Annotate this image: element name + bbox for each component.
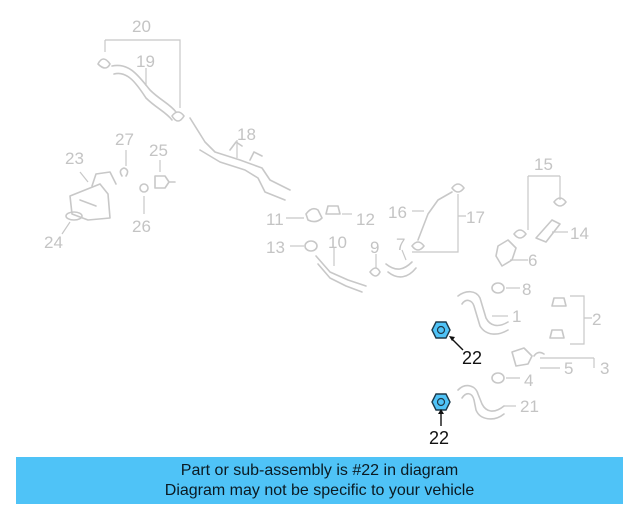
hose-21 [457,384,505,420]
callout-15: 15 [534,155,553,174]
callout-4: 4 [524,371,533,390]
hose-11 [305,207,323,223]
pipe-16 [417,191,453,241]
fitting-5 [511,347,545,367]
callout-6: 6 [528,251,537,270]
callout-2: 2 [592,310,601,329]
clamp-9 [369,267,381,277]
callout-10: 10 [328,233,347,252]
callout-20: 20 [132,17,151,36]
washer-4 [491,372,505,384]
highlighted-part-22-upper [431,321,451,339]
banner-line-2: Diagram may not be specific to your vehi… [164,482,475,499]
coolant-pipe-18 [189,117,291,201]
cap-12 [325,205,341,215]
callout-9: 9 [370,238,379,257]
callout-14: 14 [570,224,589,243]
callout-8: 8 [522,280,531,299]
callout-19: 19 [136,52,155,71]
callout-13: 13 [266,238,285,257]
callout-23: 23 [65,149,84,168]
callout-11: 11 [266,210,284,229]
callout-16: 16 [388,203,407,222]
upper-hose-19 [111,64,177,121]
hose-1 [457,290,509,335]
highlighted-part-22-lower [431,393,451,411]
callout-1: 1 [512,307,521,326]
thermostat-housing-23 [69,171,117,221]
info-banner: Part or sub-assembly is #22 in diagram D… [16,457,623,504]
clamp-13 [304,240,318,252]
temp-sensor-25 [154,175,176,189]
callout-17: 17 [466,208,485,227]
clamp-8 [491,282,505,294]
clamp-15 [513,197,567,239]
callout-3: 3 [600,359,609,378]
clip-27 [119,167,129,177]
callout-25: 25 [149,141,168,160]
hose-7 [385,261,417,278]
banner-line-1: Part or sub-assembly is #22 in diagram [180,462,459,479]
hose-clamp-20-right [171,111,185,122]
callout-26: 26 [132,217,151,236]
fitting-6 [495,239,517,267]
callout-22-upper: 22 [462,348,482,368]
clamp-17 [411,183,465,251]
callout-12: 12 [356,210,375,229]
callout-27: 27 [115,130,134,149]
caps-2 [549,297,567,339]
callout-5: 5 [564,359,573,378]
callout-18: 18 [237,125,256,144]
o-ring-24 [65,211,83,221]
callout-7: 7 [396,235,405,254]
callout-24: 24 [44,233,63,252]
hose-14 [535,219,561,243]
washer-26 [139,183,149,193]
callout-21: 21 [520,397,539,416]
hose-clamp-20-left [97,58,111,69]
callout-22-lower: 22 [429,428,449,448]
parts-diagram: 20 19 18 27 25 23 26 24 15 11 12 16 17 1… [44,17,609,448]
pipe-10 [315,255,367,293]
